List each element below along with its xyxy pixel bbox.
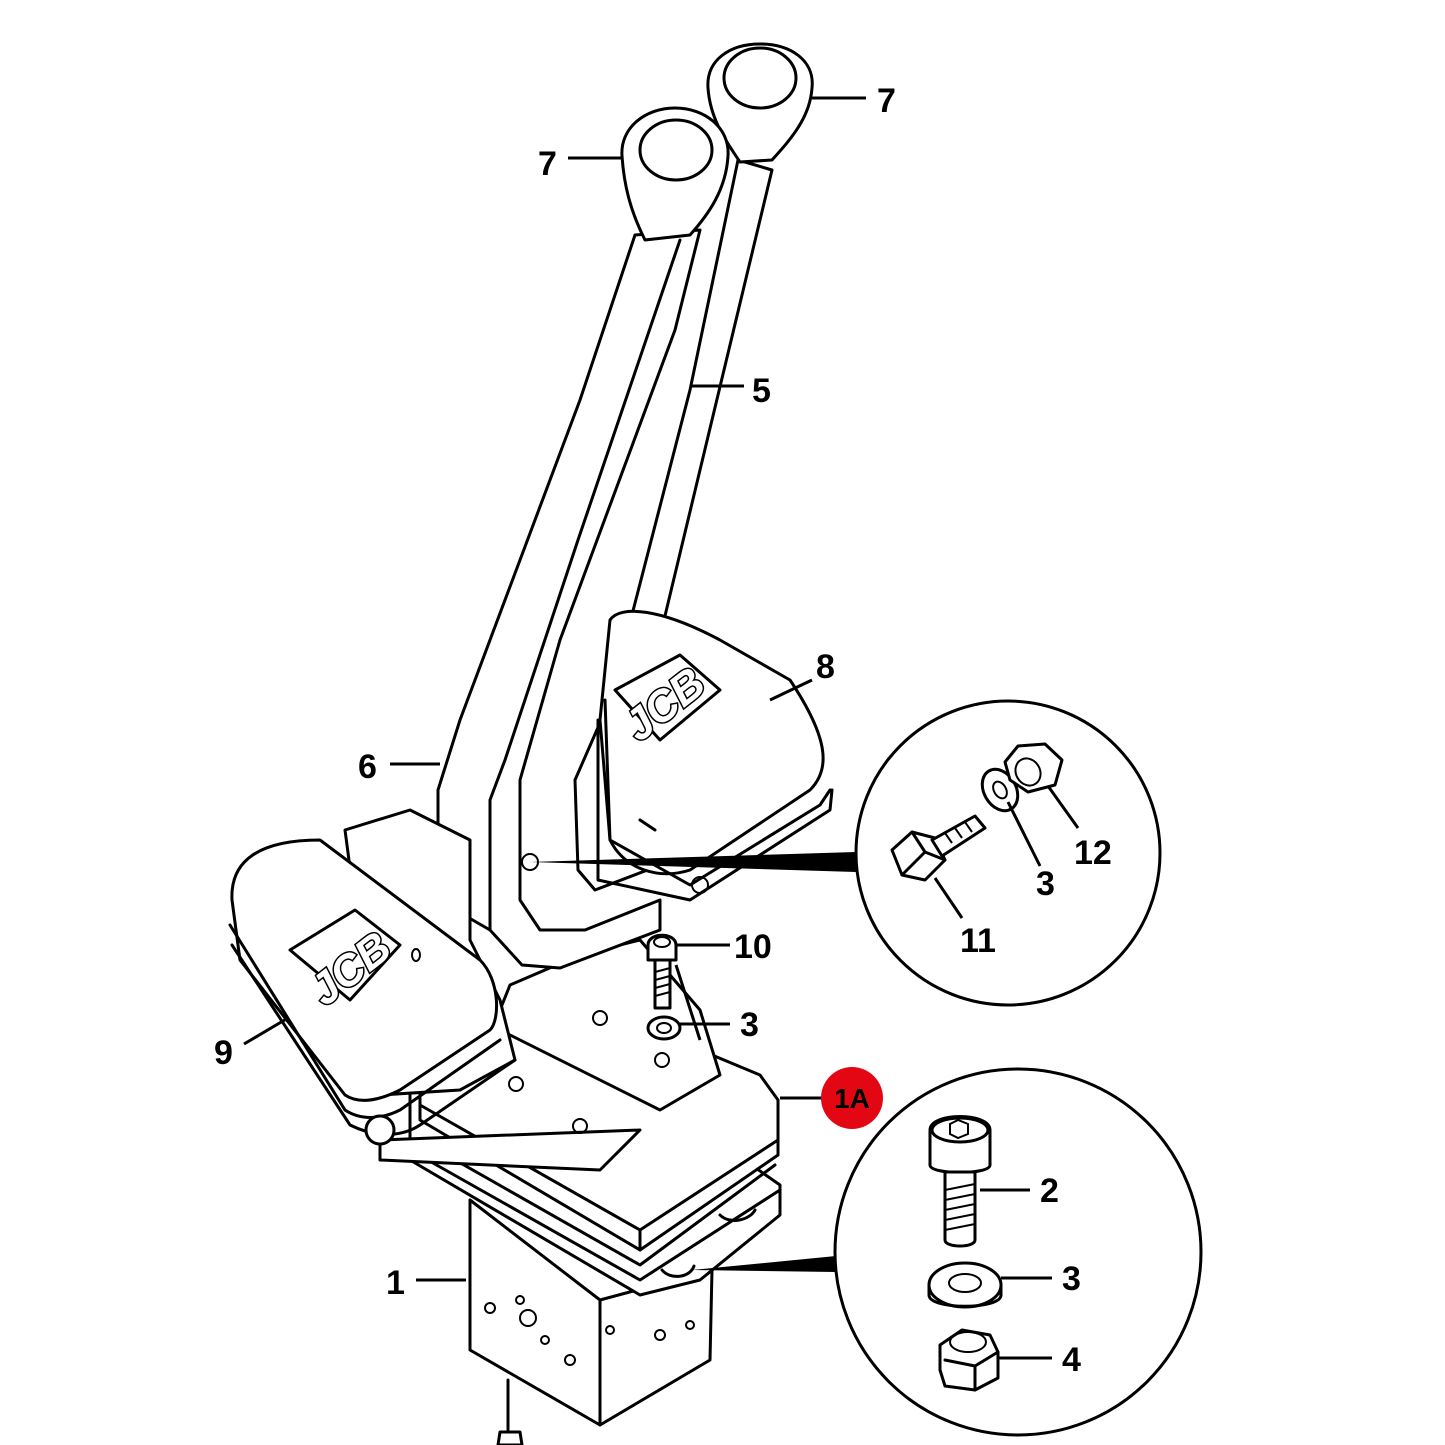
callout-11: 11: [960, 922, 996, 960]
badge-1a-circle: [821, 1067, 883, 1129]
leader-lines: [243, 96, 1080, 1360]
callout-labels: 7 7 5 8 6 9 10 3 1 11 3 12 2 3 4: [214, 82, 1112, 1379]
callout-5: 5: [752, 372, 771, 410]
callout-3-mid: 3: [740, 1006, 759, 1044]
callout-3-lower: 3: [1062, 1260, 1081, 1298]
callout-7-front: 7: [538, 145, 557, 183]
detail-view-lower: [692, 1067, 1203, 1437]
washer-3-mid: [646, 1015, 682, 1041]
bolt-11: [890, 814, 987, 882]
washer-3-detail-lower: [927, 1261, 1003, 1309]
callout-3-upper: 3: [1036, 865, 1055, 903]
bolt-10: [646, 933, 678, 1010]
pedal-9: JCB: [228, 808, 517, 1146]
badge-1a-label: 1A: [834, 1083, 870, 1114]
callout-1: 1: [386, 1264, 405, 1302]
nut-12: [1003, 742, 1064, 794]
callout-9: 9: [214, 1034, 233, 1072]
callout-2: 2: [1040, 1172, 1059, 1210]
detail-view-upper: [530, 699, 1162, 1007]
callout-6: 6: [358, 748, 377, 786]
lever-6: [436, 228, 702, 970]
badge-1a: 1A: [821, 1067, 883, 1129]
detail-pointer-upper: [530, 852, 856, 872]
callout-12: 12: [1074, 834, 1112, 872]
callout-8: 8: [816, 648, 835, 686]
callout-10: 10: [734, 928, 772, 966]
nut-4: [938, 1328, 1000, 1392]
bolt-2: [928, 1115, 992, 1248]
callout-7-rear: 7: [877, 82, 896, 120]
knob-7-front: [620, 106, 730, 242]
callout-4: 4: [1062, 1341, 1081, 1379]
detail-pointer-lower: [692, 1256, 836, 1272]
valve-body: [468, 1198, 714, 1445]
pedal-8: JCB: [596, 609, 834, 902]
